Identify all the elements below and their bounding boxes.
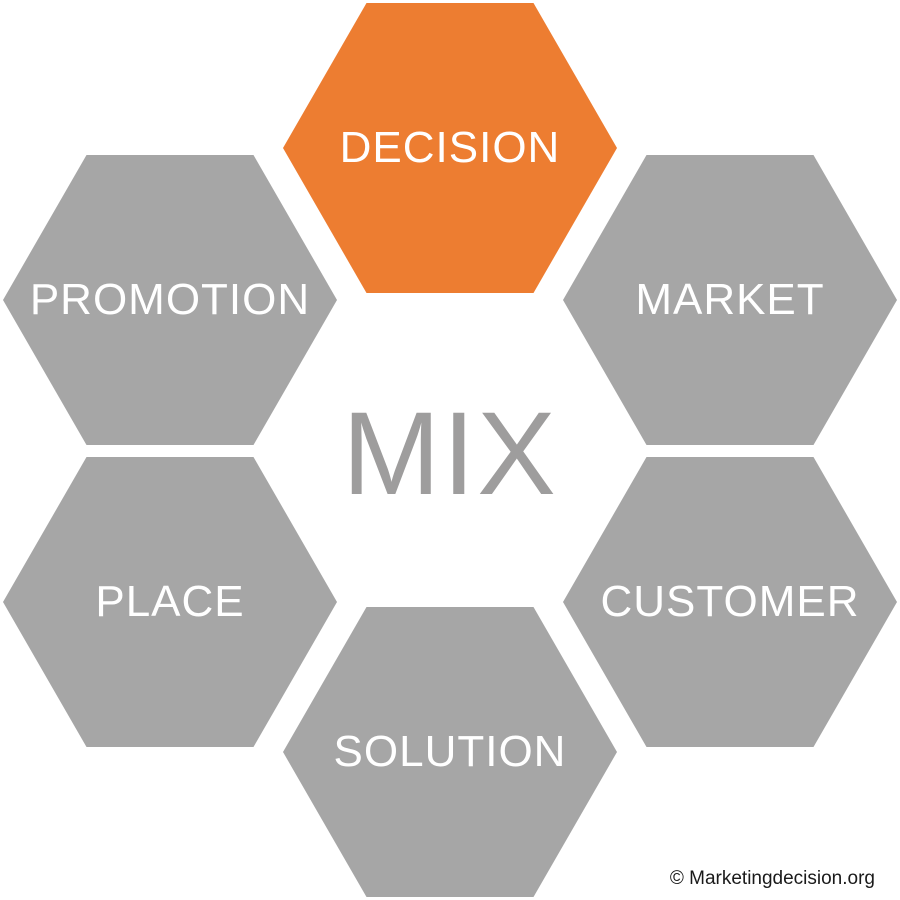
hexagon-decision: DECISION [283, 3, 617, 293]
hexagon-market-label: MARKET [635, 275, 825, 324]
hexagon-solution: SOLUTION [283, 607, 617, 897]
hexagon-place-label: PLACE [95, 577, 245, 626]
copyright-text: © Marketingdecision.org [669, 868, 875, 889]
center-mix-label: MIX [342, 388, 558, 520]
hexagon-customer: CUSTOMER [563, 457, 897, 747]
hexagon-decision-label: DECISION [339, 123, 561, 172]
hexagon-customer-label: CUSTOMER [600, 577, 860, 626]
hexagon-solution-label: SOLUTION [333, 727, 567, 776]
hexagon-promotion-label: PROMOTION [29, 275, 311, 324]
hexagon-market: MARKET [563, 155, 897, 445]
